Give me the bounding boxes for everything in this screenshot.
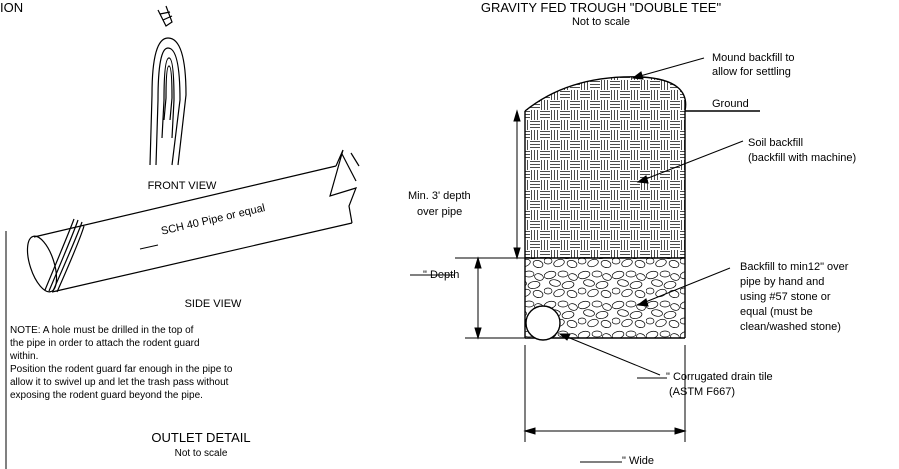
- rodent-guard-front-view: [149, 5, 187, 166]
- front-view-label: FRONT VIEW: [147, 180, 217, 192]
- stone-callout-line-5: clean/washed stone): [740, 321, 841, 333]
- drain-callout-line-1: " Corrugated drain tile: [666, 371, 773, 383]
- side-view-label: SIDE VIEW: [184, 298, 242, 310]
- note-line: allow it to swivel up and let the trash …: [10, 377, 229, 388]
- drain-tile-pipe: [525, 305, 561, 341]
- stone-callout-line-2: pipe by hand and: [740, 276, 825, 288]
- stone-callout-line-1: Backfill to min12" over: [740, 261, 849, 273]
- note-line: Position the rodent guard far enough in …: [10, 364, 233, 375]
- note-line: exposing the rodent guard beyond the pip…: [10, 390, 203, 401]
- soil-callout-line-2: (backfill with machine): [748, 152, 857, 164]
- left-header-fragment: ION: [0, 0, 24, 15]
- trench-section: [524, 76, 760, 341]
- wide-label: " Wide: [622, 455, 655, 467]
- callout-leaders: [139, 57, 744, 463]
- pipe-side-view: [26, 149, 360, 293]
- soil-callout-line-1: Soil backfill: [748, 137, 804, 149]
- note-line: within.: [10, 351, 39, 362]
- drain-callout-line-2: (ASTM F667): [669, 386, 736, 398]
- mound-callout-line-1: Mound backfill to: [712, 52, 795, 64]
- stone-callout-line-4: equal (must be: [740, 306, 813, 318]
- outlet-detail-title: OUTLET DETAIL: [151, 430, 251, 445]
- min-depth-line-1: Min. 3' depth: [408, 190, 471, 202]
- note-line: the pipe in order to attach the rodent g…: [10, 338, 200, 349]
- depth-label: " Depth: [423, 269, 460, 281]
- trough-scale-note: Not to scale: [571, 16, 631, 28]
- min-depth-line-2: over pipe: [417, 206, 463, 218]
- trough-title: GRAVITY FED TROUGH "DOUBLE TEE": [480, 0, 722, 15]
- ground-label: Ground: [712, 98, 749, 110]
- mound-callout-line-2: allow for settling: [712, 66, 791, 78]
- note-line: NOTE: A hole must be drilled in the top …: [10, 325, 194, 336]
- outlet-scale-note: Not to scale: [174, 448, 228, 459]
- stone-callout-line-3: using #57 stone or: [740, 291, 831, 303]
- dimension-lines: [455, 109, 687, 442]
